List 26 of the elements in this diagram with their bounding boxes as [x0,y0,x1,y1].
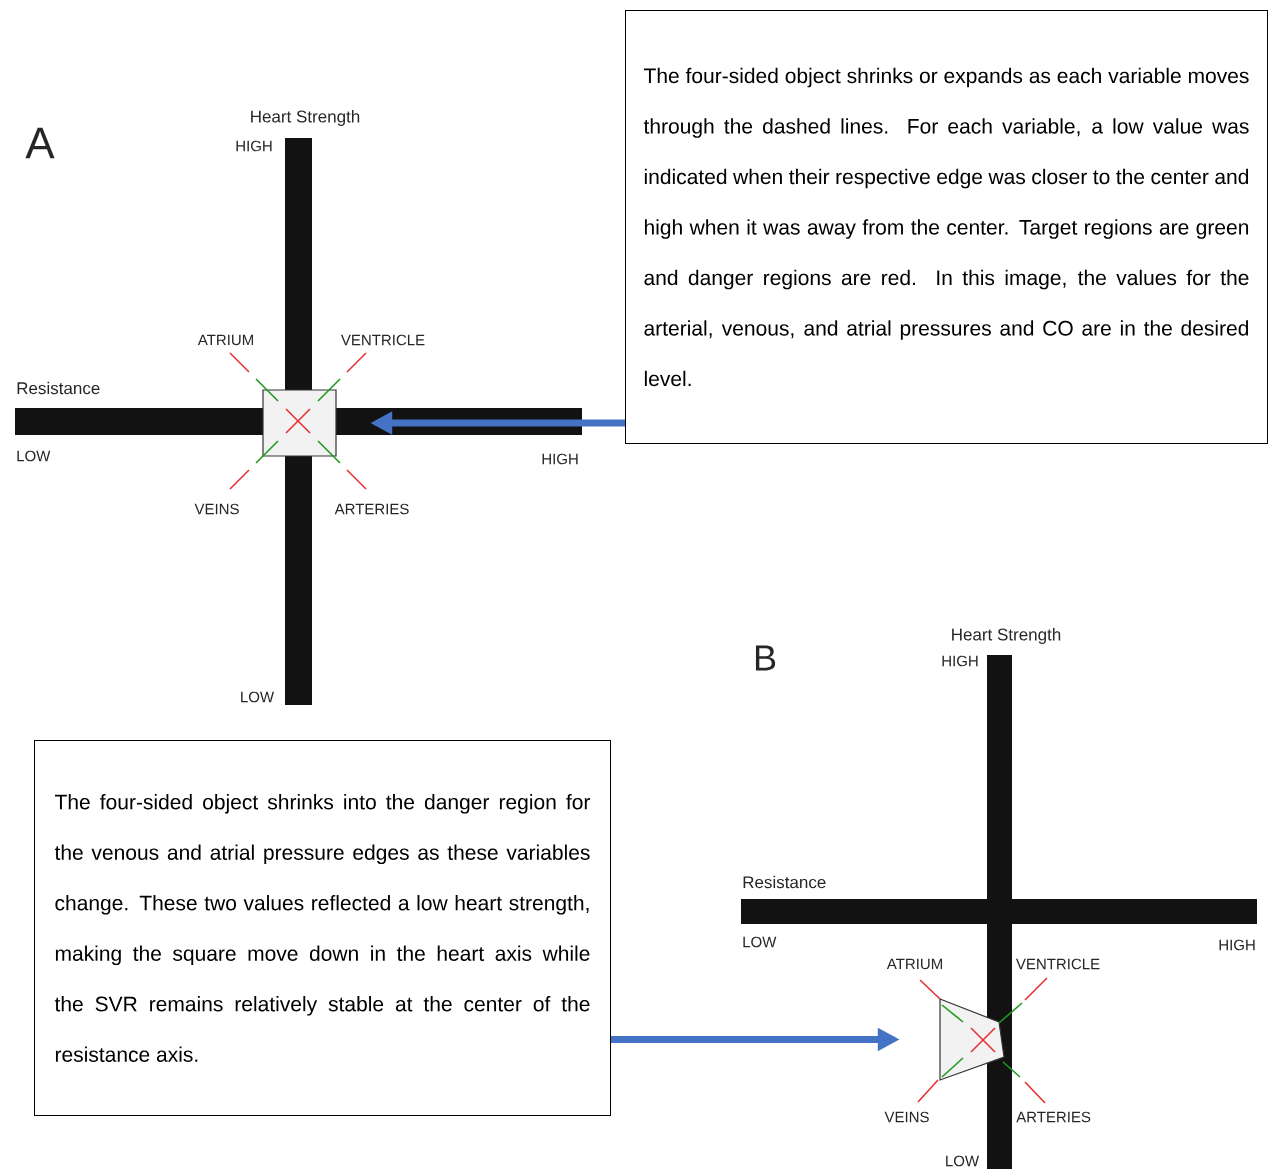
panel-letter: A [25,127,55,159]
variable-label: VEINS [884,1111,929,1123]
variable-label: ARTERIES [1016,1111,1091,1123]
axis-title: Heart Strength [251,110,360,126]
axis-title: Resistance [17,381,100,395]
text-box: The four-sided object shrinks into the danger region for the venous and atrial pressure edges as these variables change. These two values reflected a low heart strength, making the square move down in the heart axis while the SVR remains relatively stable at the center of the resistance axis. [34,740,611,1116]
axis-title: Resistance [743,875,826,889]
axis-end-label: HIGH [236,140,272,152]
axis-end-label: HIGH [1219,939,1255,951]
variable-label: ATRIUM [886,958,942,970]
variable-label: VENTRICLE [1016,958,1100,970]
variable-label: ARTERIES [334,503,409,515]
axis-end-label: LOW [743,936,777,948]
variable-label: VEINS [194,503,239,515]
panel-letter: B [755,645,776,671]
text-box: The four-sided object shrinks or expands as each variable moves through the dashed lines. For each variable, a low value was indicated when their respective edge was closer to the center and high when it was away from the center. Target regions are green and danger regions are red. In this image, the values for the arterial, venous, and atrial pressures and CO are in the desired level. [625,10,1268,444]
axis-end-label: HIGH [542,453,578,465]
four-sided-marker [939,998,1005,1081]
axis-end-label: LOW [17,450,51,462]
axis-end-label: HIGH [942,655,978,667]
four-sided-marker [262,389,337,457]
variable-label: VENTRICLE [341,334,425,346]
axis-end-label: LOW [241,691,275,703]
axis-title: Heart Strength [952,628,1061,644]
variable-label: ATRIUM [197,334,253,346]
axis-end-label: LOW [946,1155,980,1167]
